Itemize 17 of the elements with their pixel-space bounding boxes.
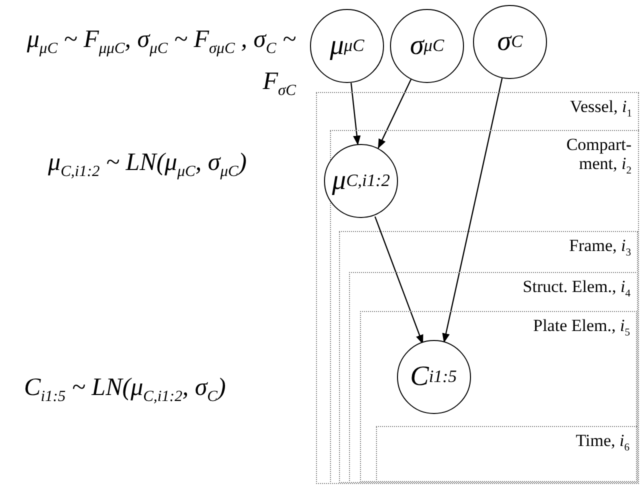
plate-box: [376, 426, 636, 482]
plate-label: Frame, i$_{3}$: [569, 236, 631, 260]
plate-label: Vessel, i$_{1}$: [570, 97, 632, 121]
plate-box: [360, 311, 637, 482]
arrow: [377, 79, 412, 149]
equation: C$_{i1:5}$ ~ LN(μ$_{C,i1:2}$, σ$_{C}$): [24, 373, 227, 407]
plate-label: Time, i$_{6}$: [576, 430, 630, 454]
arrow: [374, 216, 424, 345]
equation: μ$_{C,i1:2}$ ~ LN(μ$_{μC}$, σ$_{μC}$): [48, 148, 248, 182]
plate-label: Compart- ment, i$_{2}$: [565, 134, 632, 178]
plate-box: [339, 231, 638, 483]
equation: μ$_{μC}$ ~ F$_{μμC}$, σ$_{μC}$ ~ F$_{σμC}$ , σ$_{C}$ ~ F$_{σC}$: [26, 25, 296, 101]
plate-label: Plate Elem., i$_{5}$: [533, 316, 630, 340]
plate-box: [348, 272, 638, 482]
arrow: [350, 82, 361, 146]
arrow: [442, 78, 503, 344]
plate-label: Struct. Elem., i$_{4}$: [522, 276, 630, 300]
